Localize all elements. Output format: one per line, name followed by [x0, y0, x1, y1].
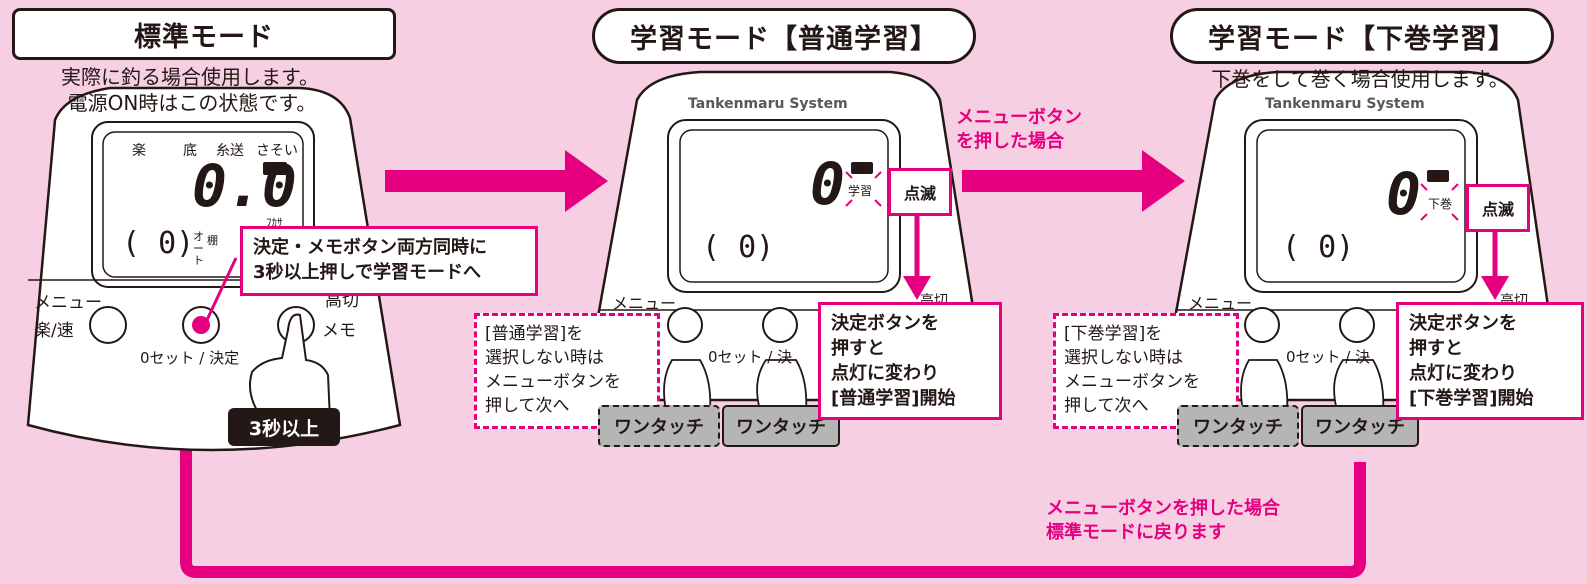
callout-normal-line4: [普通学習]開始 [831, 388, 956, 409]
callout-down-line1: 決定ボタンを [1409, 313, 1517, 334]
callout-normal-line3: 点灯に変わり [831, 363, 939, 384]
note-down-line1: [下巻学習]を [1064, 324, 1163, 344]
callout-down-line2: 押すと [1409, 338, 1463, 359]
note-normal-line3: メニューボタンを [485, 372, 621, 392]
note-down-line4: 押して次へ [1064, 396, 1149, 416]
callout-normal-line2: 押すと [831, 338, 885, 359]
tag-3sec: 3秒以上 [228, 408, 340, 446]
lcd-indicator-down: 下巻 [1428, 197, 1453, 211]
battery-icon-normal [851, 162, 873, 174]
button-zero-3 [1339, 307, 1375, 343]
callout-down-line4: [下巻学習]開始 [1409, 388, 1534, 409]
label-zero-set: 0セット / 決定 [140, 349, 240, 367]
standard-caption-line2: 電源ON時はこの状態です。 [67, 91, 317, 115]
button-menu-3 [1244, 307, 1280, 343]
tag-one-touch-menu-normal: ワンタッチ [598, 405, 720, 447]
lcd-label-itookuri: 糸送 [216, 143, 244, 159]
arrow-2-head [1142, 150, 1185, 212]
note-normal-line2: 選択しない時は [485, 348, 604, 368]
note-down-line3: メニューボタンを [1064, 372, 1200, 392]
callout-normal-line1: 決定ボタンを [831, 313, 939, 334]
arrow-1-head [565, 150, 608, 212]
arrow-label-menu-pressed: メニューボタン を押した場合 [956, 106, 1082, 154]
header-learn-down-mode: 学習モード【下巻学習】 [1170, 8, 1554, 64]
arrow-label-line1: メニューボタン [956, 107, 1082, 128]
lcd-tana: 棚 [207, 234, 218, 247]
callout-standard-to-learn: 決定・メモボタン両方同時に 3秒以上押しで学習モードへ [240, 226, 538, 296]
return-arrow [180, 432, 1366, 578]
button-raku [89, 306, 127, 344]
battery-icon-down [1427, 170, 1449, 182]
label-zero-down: 0セット / 決 [1286, 348, 1371, 366]
label-memo: メモ [322, 321, 356, 341]
down-caption: 下巻をして巻く場合使用します。 [1211, 67, 1509, 91]
lcd-main-normal: 0 [810, 150, 845, 218]
blink-normal: 点滅 [888, 168, 952, 216]
lcd-label-raku: 楽 [132, 143, 146, 159]
label-menu-down: メニュー [1188, 294, 1253, 313]
tag-one-touch-decide-down: ワンタッチ [1301, 405, 1419, 447]
lcd-main-down: 0 [1386, 160, 1421, 228]
lcd-indicator-normal: 学習 [848, 184, 873, 198]
note-skip-down: [下巻学習]を 選択しない時は メニューボタンを 押して次へ [1053, 313, 1239, 429]
label-takakiri: 高切 [325, 291, 359, 311]
button-menu-2 [667, 307, 703, 343]
return-arrow-label: メニューボタンを押した場合 標準モードに戻ります [1046, 497, 1280, 545]
header-standard-mode: 標準モード [12, 8, 396, 60]
note-down-line2: 選択しない時は [1064, 348, 1183, 368]
lcd-sub-normal: ( 0) [702, 230, 775, 265]
callout-down-line3: 点灯に変わり [1409, 363, 1517, 384]
arrow-1-body [385, 170, 565, 192]
header-learn-normal-mode: 学習モード【普通学習】 [592, 8, 976, 64]
label-raku-soku: 楽/速 [34, 321, 74, 341]
standard-caption-line1: 実際に釣る場合使用します。 [61, 65, 319, 89]
button-zero-2 [762, 307, 798, 343]
device-standard [26, 86, 402, 452]
callout-standard-line1: 決定・メモボタン両方同時に [253, 237, 487, 258]
label-menu: メニュー [34, 293, 102, 313]
blink-down: 点滅 [1466, 184, 1530, 232]
arrow-label-line2: を押した場合 [956, 131, 1064, 152]
callout-decide-normal: 決定ボタンを 押すと 点灯に変わり [普通学習]開始 [818, 302, 1002, 420]
battery-icon [263, 162, 287, 175]
lcd-unit: ﾌｶｻ [266, 216, 283, 229]
note-normal-line1: [普通学習]を [485, 324, 584, 344]
return-label-line2: 標準モードに戻ります [1046, 522, 1226, 543]
lcd-label-sasoi: さそい [256, 143, 298, 159]
label-menu-normal: メニュー [612, 294, 677, 313]
callout-standard-line2: 3秒以上押しで学習モードへ [253, 262, 481, 283]
lcd-sub-down: ( 0) [1282, 230, 1355, 265]
lcd-label-soko: 底 [183, 143, 197, 159]
lcd-sub-reading: ( 0) [122, 226, 195, 261]
brand-down: Tankenmaru System [1265, 96, 1425, 112]
note-normal-line4: 押して次へ [485, 396, 570, 416]
return-label-line1: メニューボタンを押した場合 [1046, 498, 1280, 519]
arrow-2-body [962, 170, 1142, 192]
callout-decide-down: 決定ボタンを 押すと 点灯に変わり [下巻学習]開始 [1396, 302, 1584, 420]
brand-normal: Tankenmaru System [688, 96, 848, 112]
label-zero-normal: 0セット / 決 [708, 348, 793, 366]
tag-one-touch-menu-down: ワンタッチ [1177, 405, 1299, 447]
lcd-auto: オート [193, 230, 204, 267]
